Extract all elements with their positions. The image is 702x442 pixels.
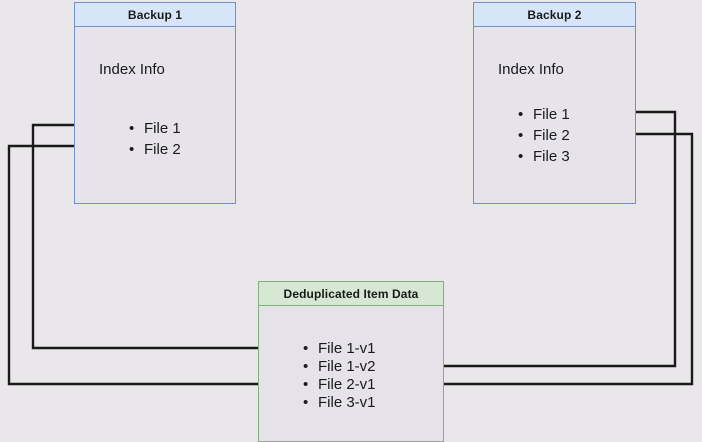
backup-2-file-list: File 1 File 2 File 3 [518, 104, 570, 167]
backup-2-index-info-label: Index Info [498, 61, 564, 78]
backup-1-title: Backup 1 [127, 7, 183, 22]
list-item[interactable]: File 1-v1 [303, 340, 376, 358]
connector-backup2-file2-to-dedup-file2v1 [395, 132, 694, 388]
list-item[interactable]: File 3-v1 [303, 394, 376, 412]
list-item[interactable]: File 1-v2 [303, 358, 376, 376]
backup-2-header: Backup 2 [474, 3, 635, 27]
deduplicated-item-data-title: Deduplicated Item Data [283, 286, 419, 301]
backup-1-file-list: File 1 File 2 [129, 118, 181, 160]
backup-2-title: Backup 2 [527, 7, 582, 22]
connector-backup2-file1-to-dedup-file1v2 [395, 110, 677, 370]
backup-2-box[interactable]: Backup 2 Index Info File 1 File 2 File 3 [473, 2, 636, 204]
deduplicated-item-data-box[interactable]: Deduplicated Item Data File 1-v1 File 1-… [258, 281, 444, 442]
backup-1-header: Backup 1 [75, 3, 235, 27]
deduplicated-file-list: File 1-v1 File 1-v2 File 2-v1 File 3-v1 [303, 340, 376, 412]
deduplicated-item-data-header: Deduplicated Item Data [259, 282, 443, 306]
list-item[interactable]: File 3 [518, 146, 570, 167]
backup-1-box[interactable]: Backup 1 Index Info File 1 File 2 [74, 2, 236, 204]
list-item[interactable]: File 1 [518, 104, 570, 125]
list-item[interactable]: File 2 [129, 139, 181, 160]
list-item[interactable]: File 2 [518, 125, 570, 146]
connector-backup1-file2-to-dedup-file2v1 [7, 144, 297, 388]
list-item[interactable]: File 2-v1 [303, 376, 376, 394]
backup-1-index-info-label: Index Info [99, 61, 165, 78]
list-item[interactable]: File 1 [129, 118, 181, 139]
